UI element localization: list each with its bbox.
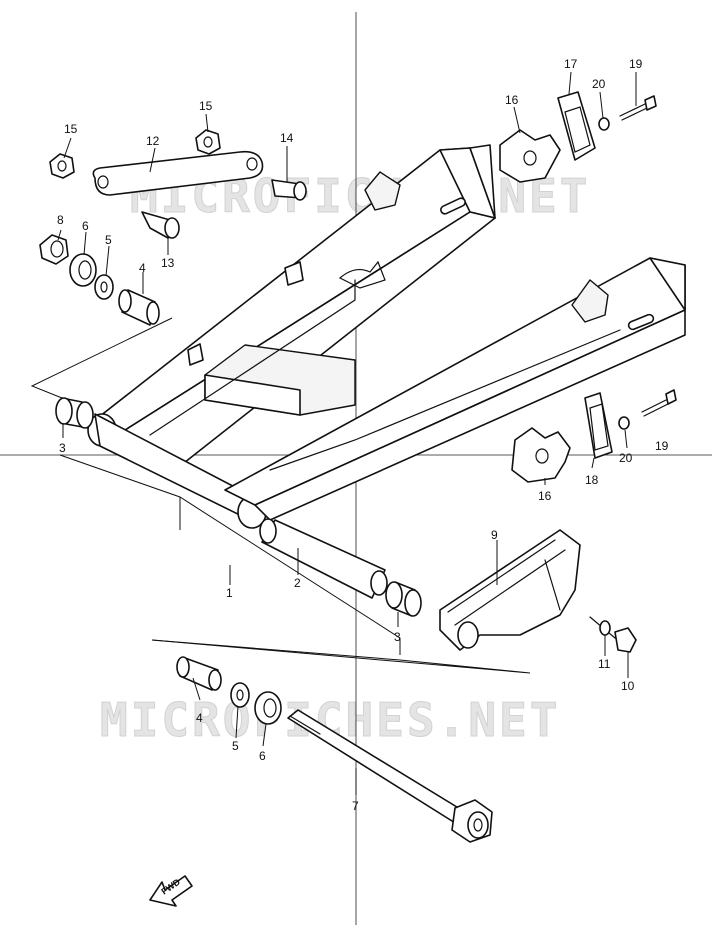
callout-5-upper: 5 — [105, 233, 112, 247]
callout-3-left: 3 — [59, 441, 66, 455]
nut-part-8 — [39, 234, 69, 265]
callout-9: 9 — [491, 528, 498, 542]
adjuster-block-part-18 — [584, 392, 613, 459]
spacer-part-4-lower — [176, 656, 222, 691]
bearing-part-6-upper — [69, 253, 97, 287]
bolt-part-13 — [141, 211, 180, 239]
assembly-reference-lines — [30, 317, 531, 674]
bearing-part-6-lower — [254, 691, 282, 725]
callout-12: 12 — [146, 134, 160, 148]
nut-part-20-upper — [598, 117, 610, 131]
callout-20-upper: 20 — [592, 77, 606, 91]
watermark-bottom: MICROFICHES.NET — [100, 693, 560, 747]
callout-19-lower: 19 — [655, 439, 669, 453]
washer-part-5-upper — [94, 274, 114, 300]
chain-guard-part-9 — [439, 529, 581, 651]
spacer-part-4-upper — [118, 289, 160, 326]
callout-15-left: 15 — [64, 122, 78, 136]
pivot-shaft-part-7 — [287, 709, 493, 843]
callout-20-lower: 20 — [619, 451, 633, 465]
nut-part-20-lower — [618, 416, 630, 430]
callout-5-lower: 5 — [232, 739, 239, 753]
callout-8: 8 — [57, 213, 64, 227]
callout-4-upper: 4 — [139, 261, 146, 275]
nut-part-15-right — [195, 129, 221, 155]
adjuster-plate-part-16-upper — [499, 129, 561, 183]
washer-part-5-lower — [230, 682, 250, 708]
callout-11: 11 — [598, 657, 611, 671]
callout-2: 2 — [294, 576, 301, 590]
adjuster-block-part-17 — [557, 91, 596, 161]
washer-part-11 — [599, 620, 611, 636]
callout-18: 18 — [585, 473, 599, 487]
adjuster-plate-part-16-lower — [511, 427, 571, 483]
callout-19-upper: 19 — [629, 57, 643, 71]
callout-1: 1 — [226, 586, 233, 600]
callout-16-upper: 16 — [505, 93, 519, 107]
forward-direction-arrow: FWD — [149, 875, 193, 907]
bolt-part-19-upper — [619, 95, 657, 121]
callout-10: 10 — [621, 679, 635, 693]
callout-6-lower: 6 — [259, 749, 266, 763]
callout-16-lower: 16 — [538, 489, 552, 503]
callout-13: 13 — [161, 256, 175, 270]
callout-6-upper: 6 — [82, 219, 89, 233]
pivot-sleeve-part-2 — [259, 518, 388, 599]
callout-14: 14 — [280, 131, 294, 145]
callout-15-right: 15 — [199, 99, 213, 113]
callout-4-lower: 4 — [196, 711, 203, 725]
bushing-part-3-right — [385, 581, 422, 617]
swingarm-part-1 — [87, 144, 686, 529]
callout-leaders — [57, 71, 637, 795]
callout-3-right: 3 — [394, 630, 401, 644]
bolt-part-19-lower — [641, 389, 677, 417]
bolt-part-10 — [589, 616, 637, 653]
callout-17: 17 — [564, 57, 578, 71]
bushing-part-3-left — [55, 397, 94, 429]
bolt-part-14 — [271, 179, 307, 201]
nut-part-15-left — [49, 153, 75, 179]
callout-7: 7 — [352, 799, 359, 813]
torque-link-part-12 — [92, 150, 264, 196]
callout-numbers: 1 2 3 3 4 4 5 5 6 6 7 8 9 10 11 12 13 14… — [57, 57, 669, 813]
